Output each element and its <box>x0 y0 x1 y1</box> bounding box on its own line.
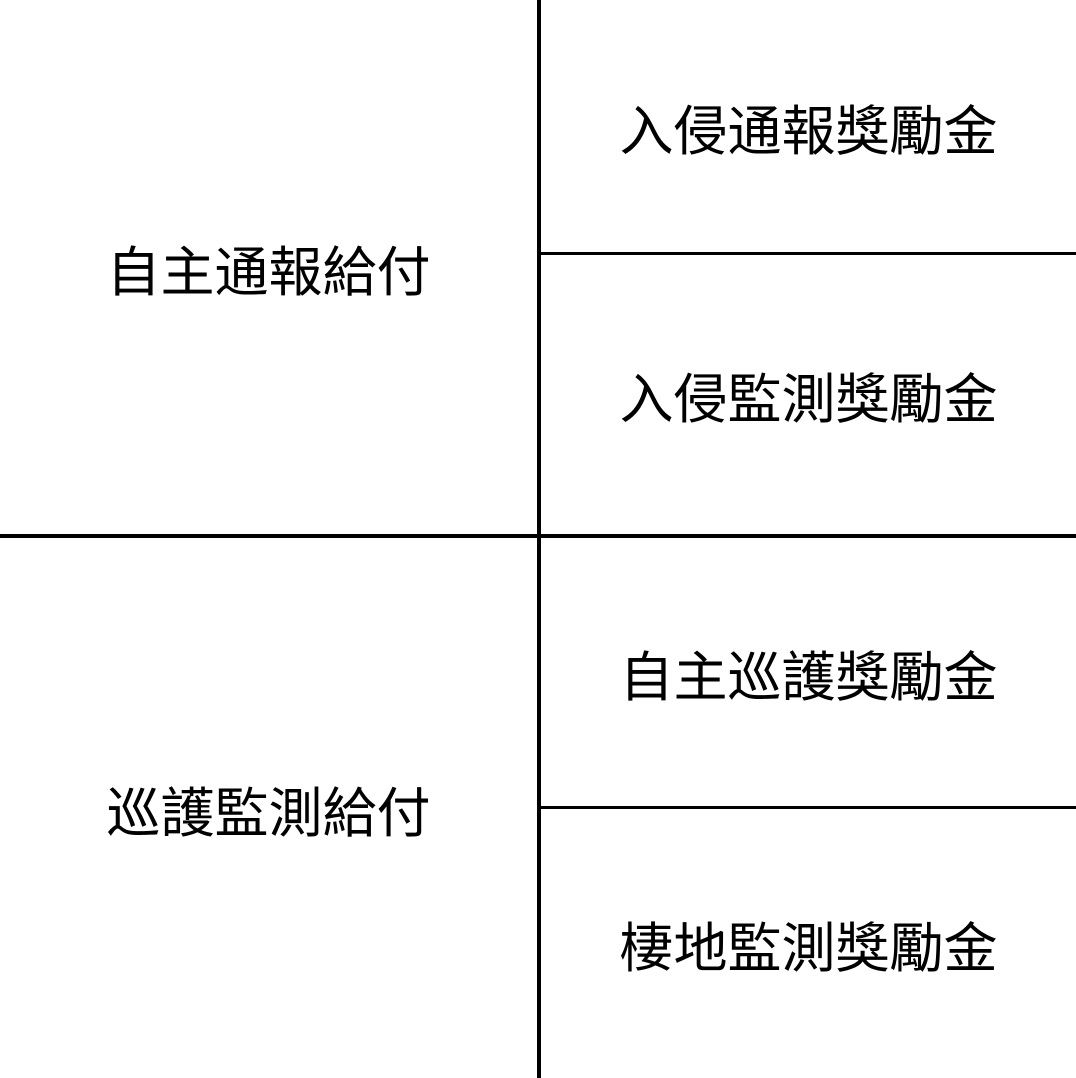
horizontal-divider-main <box>0 534 1076 538</box>
item-label: 棲地監測獎勵金 <box>619 917 998 980</box>
item-label: 入侵監測獎勵金 <box>619 368 998 431</box>
horizontal-divider-bottom-right <box>539 806 1076 809</box>
vertical-divider <box>537 0 541 1078</box>
horizontal-divider-top-right <box>539 252 1076 255</box>
item-label: 自主巡護獎勵金 <box>619 645 998 709</box>
item-label: 入侵通報獎勵金 <box>619 99 998 163</box>
category-label: 自主通報給付 <box>106 240 431 304</box>
category-label: 巡護監測給付 <box>106 781 431 845</box>
